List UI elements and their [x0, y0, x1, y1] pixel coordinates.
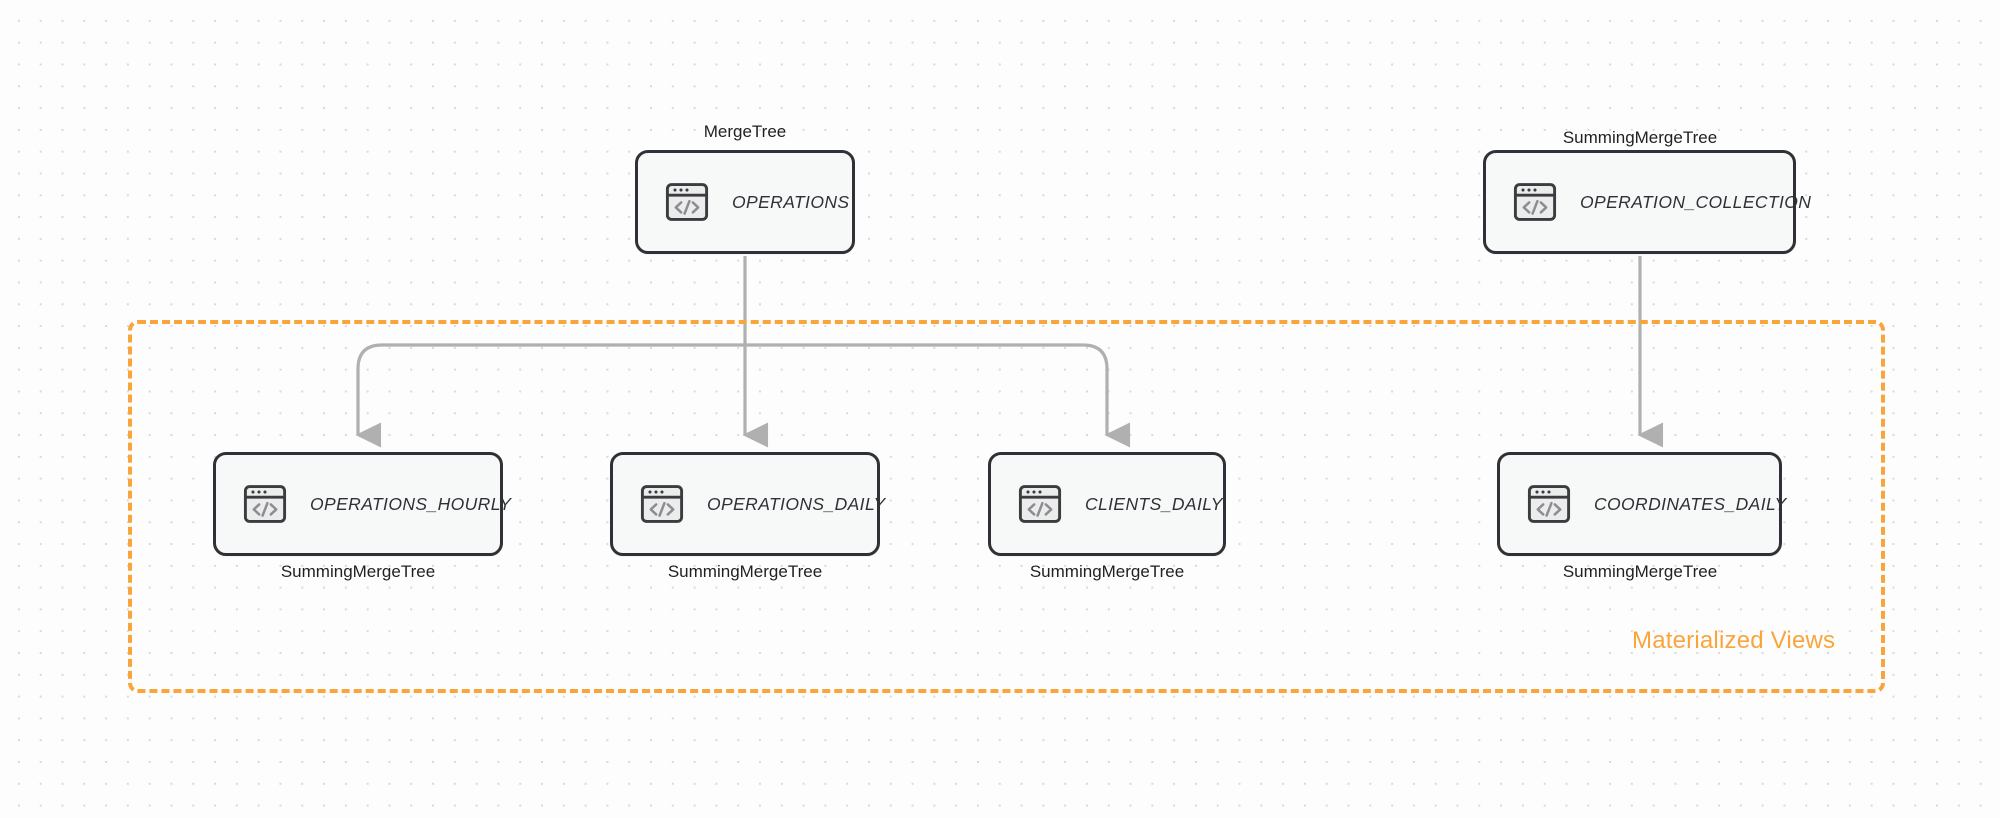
node-operations-daily-label: OPERATIONS_DAILY	[707, 493, 886, 514]
node-coordinates-daily[interactable]: COORDINATES_DAILY	[1497, 452, 1786, 556]
node-operation-collection[interactable]: OPERATION_COLLECTION	[1483, 150, 1811, 254]
caption-clients-daily-engine: SummingMergeTree	[1029, 562, 1185, 581]
materialized-views-group-label: Materialized Views	[1632, 627, 1836, 654]
node-operations-daily[interactable]: OPERATIONS_DAILY	[610, 452, 885, 556]
node-operations[interactable]: OPERATIONS	[635, 150, 855, 254]
caption-operations-hourly-engine: SummingMergeTree	[280, 562, 436, 581]
code-window-icon	[1018, 485, 1062, 523]
node-clients-daily-label: CLIENTS_DAILY	[1085, 493, 1223, 514]
node-operations-label: OPERATIONS	[732, 191, 850, 212]
node-coordinates-daily-label: COORDINATES_DAILY	[1594, 493, 1787, 514]
code-window-icon	[243, 485, 287, 523]
node-operation-collection-label: OPERATION_COLLECTION	[1580, 191, 1812, 212]
code-window-icon	[665, 183, 709, 221]
node-operations-hourly-label: OPERATIONS_HOURLY	[310, 493, 512, 514]
caption-operations-engine: MergeTree	[703, 122, 787, 141]
code-window-icon	[1513, 183, 1557, 221]
node-operations-hourly[interactable]: OPERATIONS_HOURLY	[213, 452, 511, 556]
caption-operation-collection-engine: SummingMergeTree	[1562, 128, 1718, 147]
materialized-views-group	[128, 320, 1885, 693]
node-clients-daily[interactable]: CLIENTS_DAILY	[988, 452, 1226, 556]
code-window-icon	[1527, 485, 1571, 523]
caption-operations-daily-engine: SummingMergeTree	[667, 562, 823, 581]
caption-coordinates-daily-engine: SummingMergeTree	[1562, 562, 1718, 581]
code-window-icon	[640, 485, 684, 523]
